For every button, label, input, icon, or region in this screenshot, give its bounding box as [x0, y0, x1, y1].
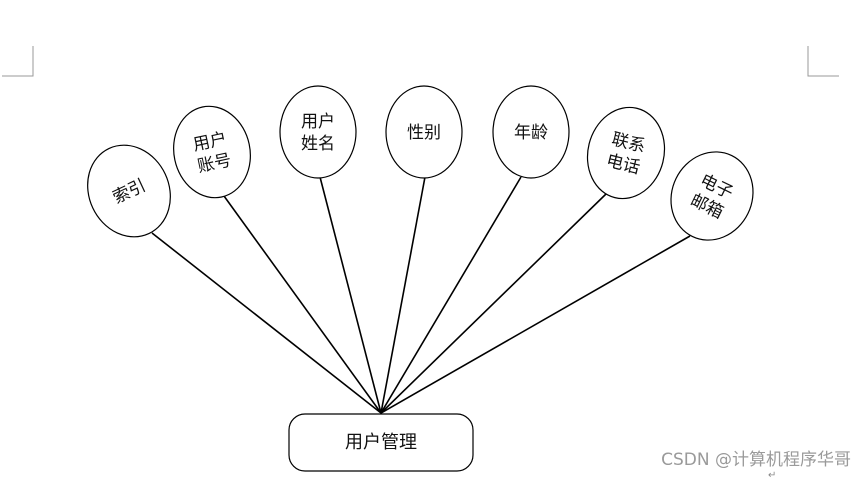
attribute-label: 用户: [301, 112, 335, 132]
entity-user-management: 用户管理: [288, 413, 474, 472]
connector-line-2: [223, 195, 382, 414]
attribute-ellipse: [492, 85, 570, 179]
entity-box: [288, 413, 474, 472]
attribute-label: 性别: [407, 123, 441, 143]
attribute-ellipse: [173, 105, 251, 199]
connector-line-5: [380, 176, 522, 414]
csdn-watermark: CSDN @计算机程序华哥: [661, 450, 851, 470]
attribute-ellipse: [586, 106, 666, 200]
paragraph-mark: ↵: [768, 470, 777, 481]
entity-label: 用户管理: [345, 432, 417, 453]
attribute-ellipse: [87, 144, 171, 238]
attribute-1: 索引: [87, 144, 171, 238]
connector-line-7: [380, 235, 691, 414]
attribute-ellipse: [670, 151, 754, 241]
attribute-label: 年龄: [514, 123, 548, 143]
attribute-ellipse: [279, 85, 357, 179]
attribute-label: 姓名: [301, 134, 335, 154]
attribute-ellipse: [385, 85, 463, 179]
attribute-4: 性别: [385, 85, 463, 179]
connector-lines: [151, 176, 691, 414]
connector-line-1: [151, 232, 382, 414]
attribute-group: 索引用户账号用户姓名性别年龄联系电话电子邮箱: [87, 85, 754, 241]
connector-line-6: [380, 193, 607, 414]
corner-mark-top-right: [807, 46, 839, 77]
attribute-5: 年龄: [492, 85, 570, 179]
connector-line-4: [380, 176, 426, 414]
corner-mark-top-left: [2, 46, 34, 77]
connector-line-3: [319, 176, 382, 414]
